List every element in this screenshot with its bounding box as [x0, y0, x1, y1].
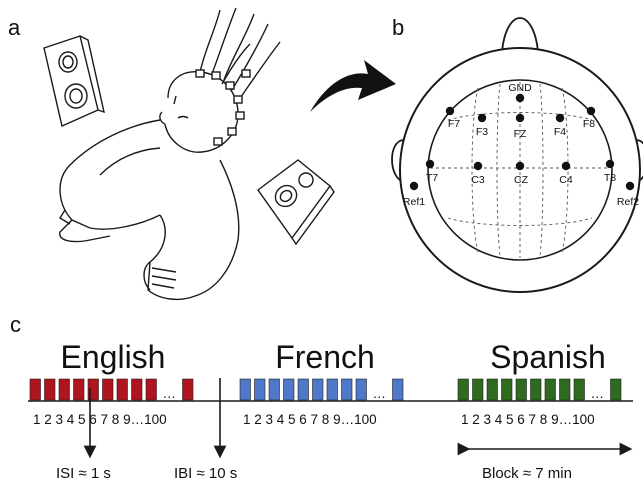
- stimulus-bar: [486, 378, 498, 401]
- stimulus-bar: [515, 378, 527, 401]
- stimulus-bar: [559, 378, 571, 401]
- electrode-c3: C3: [471, 161, 485, 186]
- electrode-dot: [586, 106, 596, 116]
- ellipsis: …: [591, 386, 605, 401]
- electrode-fz: FZ: [514, 113, 527, 140]
- stimulus-bar: [312, 378, 324, 401]
- electrode-dot: [445, 106, 455, 116]
- electrode-label: F3: [476, 126, 488, 138]
- electrode-dot: [473, 161, 483, 171]
- electrode-label: Ref1: [403, 196, 425, 208]
- stimulus-bar: [297, 378, 309, 401]
- electrode-label: GND: [508, 82, 532, 94]
- stimulus-bar: [472, 378, 484, 401]
- stimulus-bar: [102, 378, 114, 401]
- stimulus-sequence: 1 2 3 4 5 6 7 8 9…100: [33, 412, 167, 427]
- electrode-ref2: Ref2: [617, 181, 639, 208]
- electrode-dot: [409, 181, 419, 191]
- electrode-f8: F8: [583, 106, 596, 130]
- electrode-gnd: GND: [508, 82, 532, 103]
- stimulus-sequence: 1 2 3 4 5 6 7 8 9…100: [461, 412, 595, 427]
- electrode-label: FZ: [514, 128, 527, 140]
- electrode-label: T8: [604, 172, 616, 184]
- stimulus-bar: [501, 378, 513, 401]
- electrode-ref1: Ref1: [403, 181, 425, 208]
- electrode-dot: [605, 159, 615, 169]
- stimulus-bar: [283, 378, 295, 401]
- block-label: Block ≈ 7 min: [482, 465, 572, 482]
- electrode-label: CZ: [514, 174, 529, 186]
- electrode-dot: [425, 159, 435, 169]
- electrode-c4: C4: [559, 161, 573, 186]
- stimulus-bar: [131, 378, 143, 401]
- electrode-label: F8: [583, 118, 595, 130]
- language-block-french: French … 1 2 3 4 5 6 7 8 9…100: [239, 339, 404, 427]
- electrode-dot: [515, 161, 525, 171]
- stimulus-bar: [87, 378, 99, 401]
- electrode-label: F7: [448, 118, 460, 130]
- electrode-dot: [477, 113, 487, 123]
- electrode-dot: [515, 93, 525, 103]
- stimulus-blocks: English … 1 2 3 4 5 6 7 8 9…100 French … 1 2 …: [29, 339, 622, 427]
- electrode-t7: T7: [425, 159, 438, 184]
- electrode-label: C4: [559, 174, 573, 186]
- language-name: English: [61, 339, 166, 375]
- head-topview-icon: [391, 17, 643, 293]
- electrode-label: Ref2: [617, 196, 639, 208]
- stimulus-bar: [457, 378, 469, 401]
- stimulus-bar: [326, 378, 338, 401]
- stimulus-bar: [392, 378, 404, 401]
- ellipsis: …: [163, 386, 177, 401]
- stimulus-bar: [29, 378, 41, 401]
- ellipsis: …: [373, 386, 387, 401]
- stimulus-bar: [573, 378, 585, 401]
- stimulus-bar: [254, 378, 266, 401]
- electrode-label: C3: [471, 174, 485, 186]
- stimulus-bar: [355, 378, 367, 401]
- electrode-dot: [625, 181, 635, 191]
- panel-label-a: a: [8, 15, 21, 40]
- electrode-t8: T8: [604, 159, 616, 184]
- language-block-english: English … 1 2 3 4 5 6 7 8 9…100: [29, 339, 194, 427]
- panel-label-c: c: [10, 312, 21, 337]
- stimulus-bar: [116, 378, 128, 401]
- electrode-label: T7: [426, 172, 438, 184]
- electrode-f3: F3: [476, 113, 488, 138]
- stimulus-bar: [268, 378, 280, 401]
- electrode-f7: F7: [445, 106, 460, 130]
- curved-arrow-icon: [310, 60, 396, 112]
- isi-label: ISI ≈ 1 s: [56, 465, 111, 482]
- electrode-dot: [515, 113, 525, 123]
- stimulus-bar: [44, 378, 56, 401]
- stimulus-bar: [73, 378, 85, 401]
- panel-label-b: b: [392, 15, 404, 40]
- stimulus-bar: [239, 378, 251, 401]
- infant-illustration: [43, 7, 335, 301]
- language-name: Spanish: [490, 339, 606, 375]
- electrode-cz: CZ: [514, 161, 529, 186]
- language-block-spanish: Spanish … 1 2 3 4 5 6 7 8 9…100: [457, 339, 622, 427]
- electrode-f4: F4: [554, 113, 566, 138]
- stimulus-bar: [544, 378, 556, 401]
- electrode-dot: [561, 161, 571, 171]
- stimulus-bar: [341, 378, 353, 401]
- speaker-icon: [257, 159, 335, 246]
- stimulus-bar: [610, 378, 622, 401]
- electrode-dot: [555, 113, 565, 123]
- stimulus-bar: [530, 378, 542, 401]
- stimulus-bar: [182, 378, 194, 401]
- electrode-label: F4: [554, 126, 566, 138]
- ibi-label: IBI ≈ 10 s: [174, 465, 237, 482]
- stimulus-bar: [58, 378, 70, 401]
- language-name: French: [275, 339, 375, 375]
- stimulus-bar: [145, 378, 157, 401]
- stimulus-sequence: 1 2 3 4 5 6 7 8 9…100: [243, 412, 377, 427]
- speaker-icon: [43, 35, 105, 127]
